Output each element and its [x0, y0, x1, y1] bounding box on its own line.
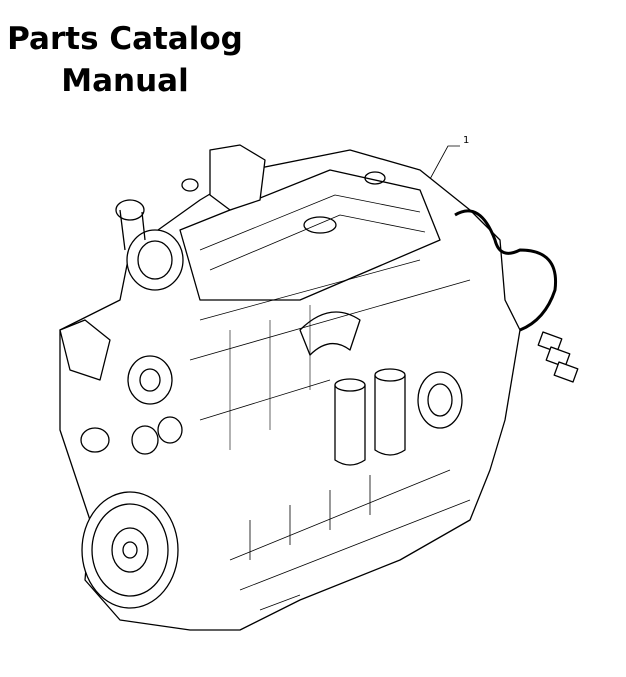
crank-pulley — [81, 491, 179, 609]
fuel-filters — [334, 368, 406, 466]
turbocharger — [115, 144, 266, 291]
document-title: Parts Catalog Manual — [0, 18, 250, 102]
callout-number: 1 — [463, 135, 470, 146]
valve-cover — [179, 169, 441, 301]
title-line-2: Manual — [61, 63, 189, 99]
connectors — [537, 331, 579, 383]
wiring-harness — [454, 209, 558, 332]
title-line-1: Parts Catalog — [7, 21, 243, 57]
